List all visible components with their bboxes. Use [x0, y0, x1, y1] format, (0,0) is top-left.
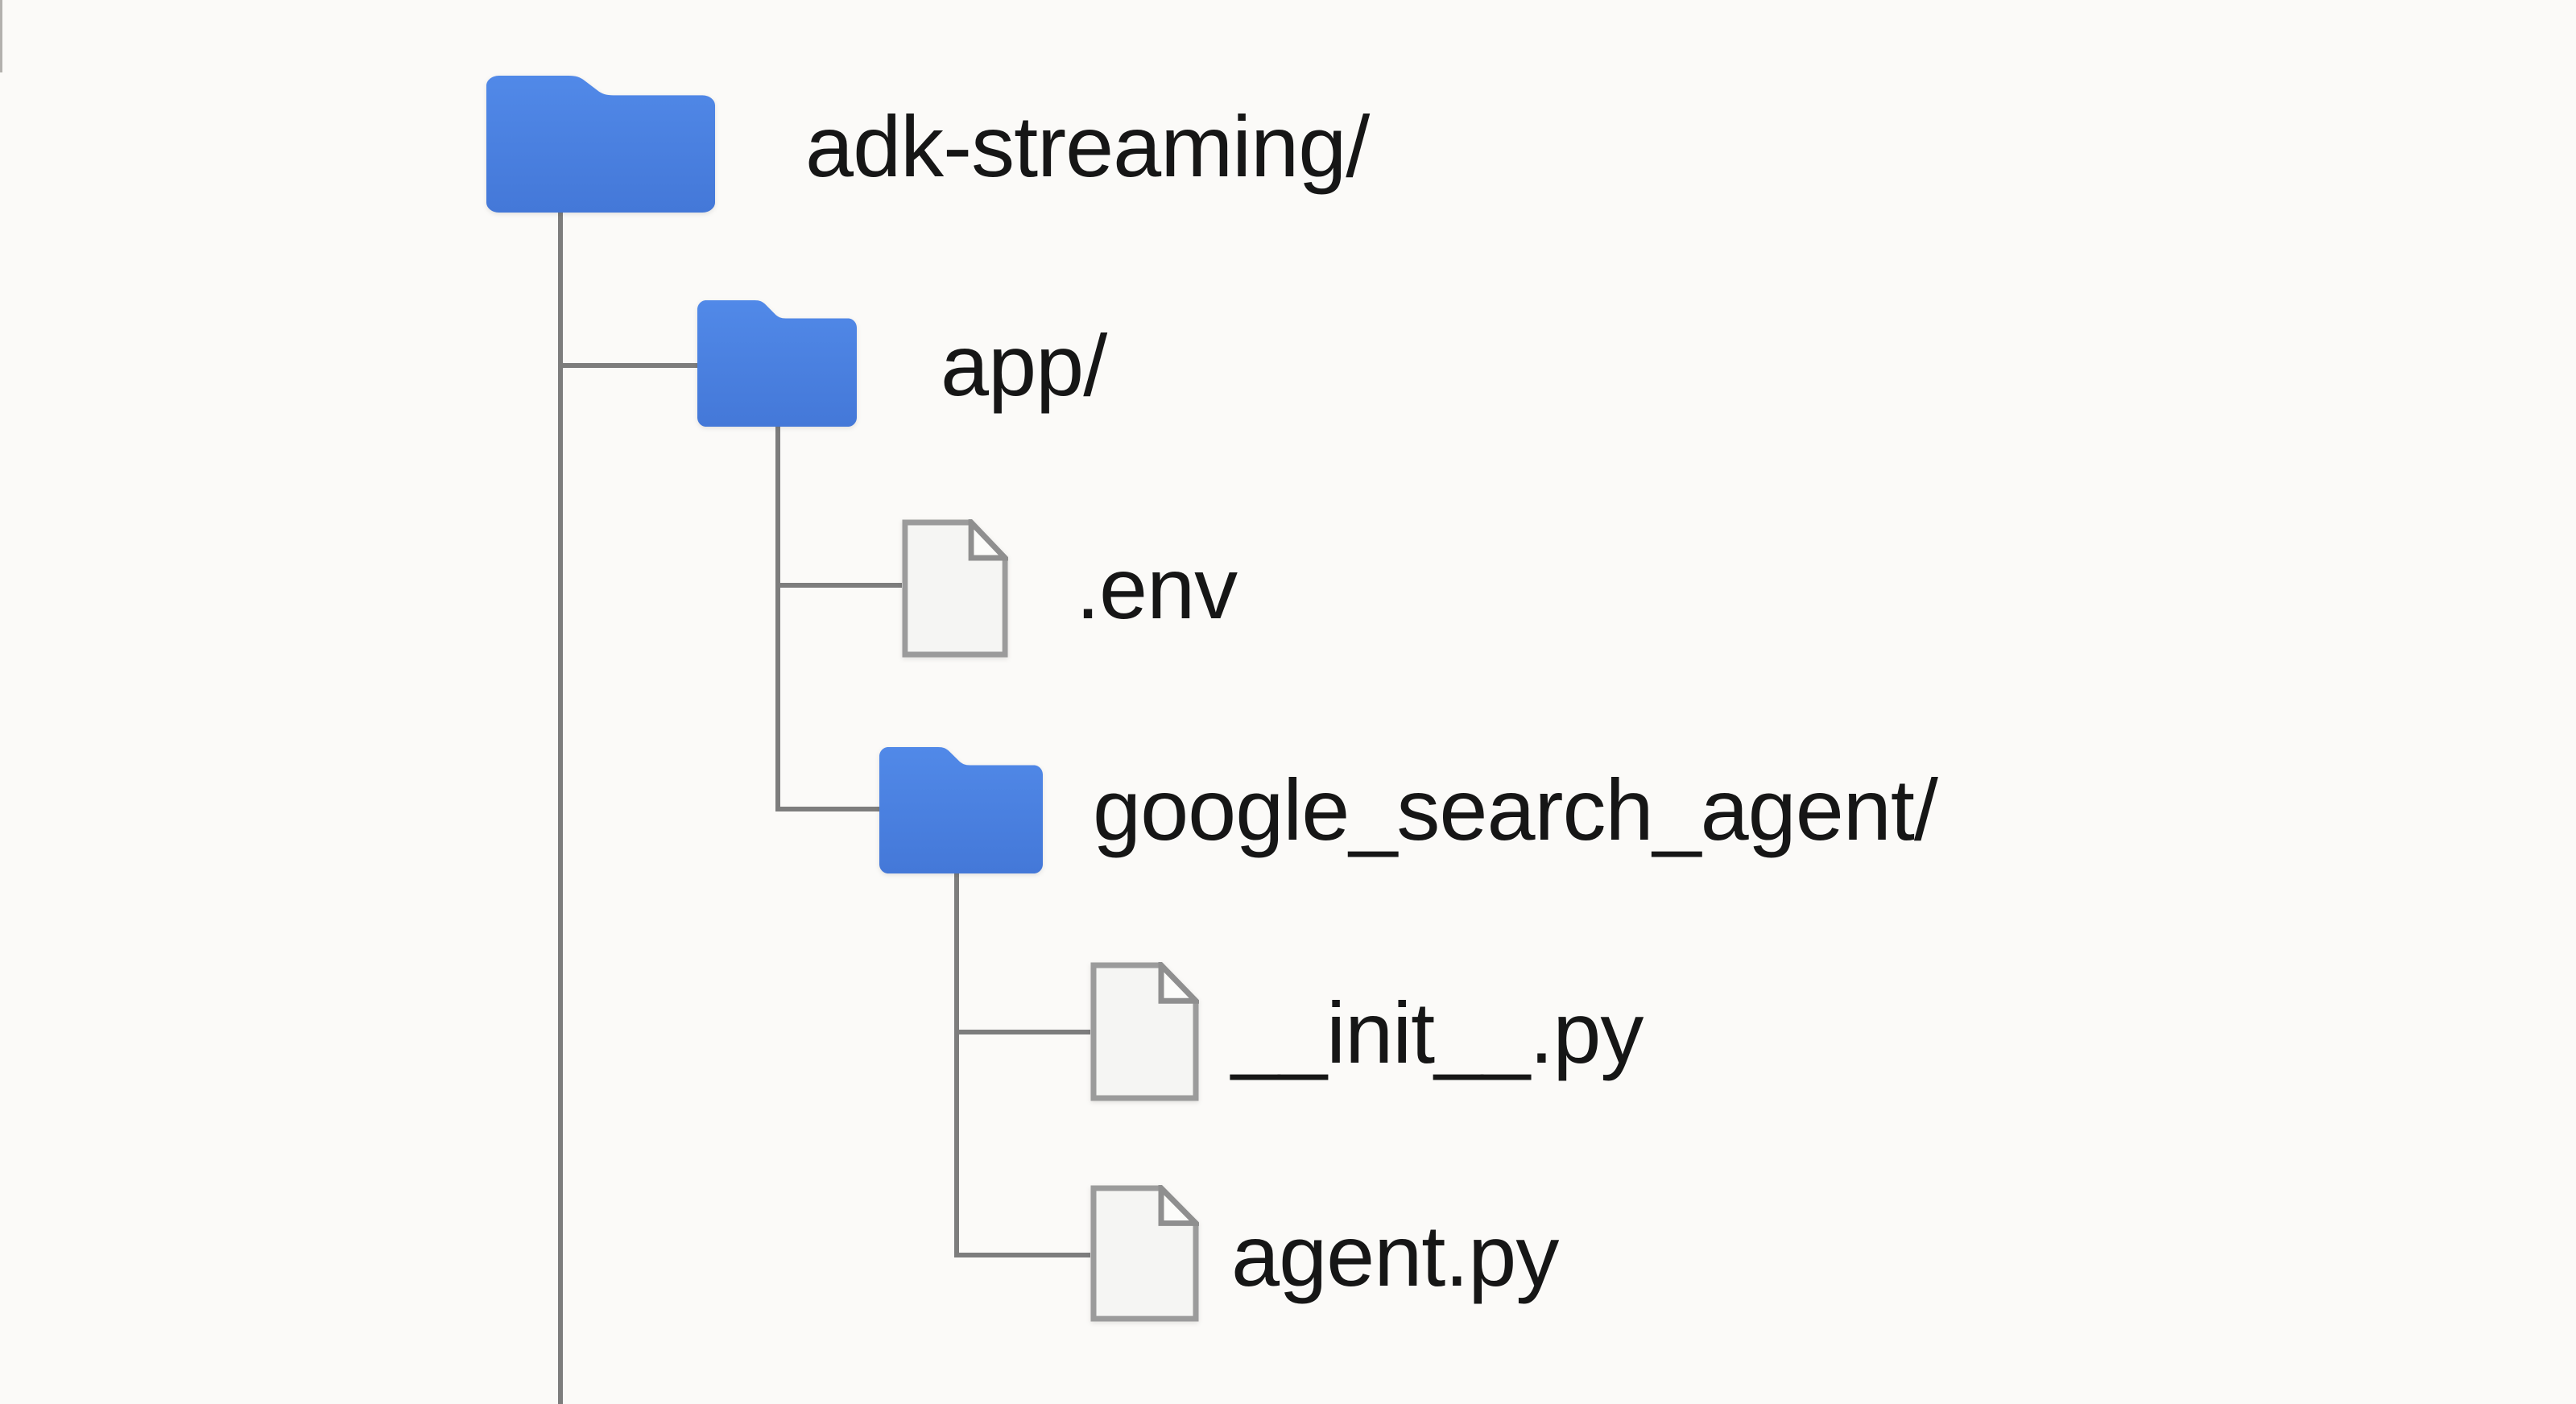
- tree-branch-line-app: [558, 363, 697, 368]
- tree-branch-line-init-py: [954, 1030, 1090, 1034]
- tree-node-label-agent-py: agent.py: [1231, 1207, 1559, 1304]
- tree-branch-line-agent-py: [954, 1253, 1090, 1257]
- file-icon: [1090, 962, 1199, 1101]
- folder-icon: [486, 76, 715, 213]
- tree-trunk-line-root: [558, 213, 563, 1404]
- folder-icon: [697, 300, 857, 427]
- folder-icon: [879, 747, 1043, 873]
- left-edge-line: [0, 0, 2, 72]
- tree-node-label-app: app/: [941, 316, 1107, 414]
- tree-node-label-adk-streaming: adk-streaming/: [805, 97, 1370, 195]
- tree-trunk-line-google-search-agent: [954, 873, 959, 1257]
- tree-node-label-env: .env: [1076, 539, 1238, 637]
- file-icon: [902, 519, 1008, 658]
- tree-branch-line-env: [775, 583, 902, 588]
- file-icon: [1090, 1185, 1199, 1322]
- tree-node-label-google-search-agent: google_search_agent/: [1093, 761, 1938, 858]
- tree-trunk-line-app: [775, 427, 780, 811]
- tree-branch-line-google-search-agent: [775, 807, 879, 811]
- tree-node-label-init-py: __init__.py: [1231, 984, 1644, 1081]
